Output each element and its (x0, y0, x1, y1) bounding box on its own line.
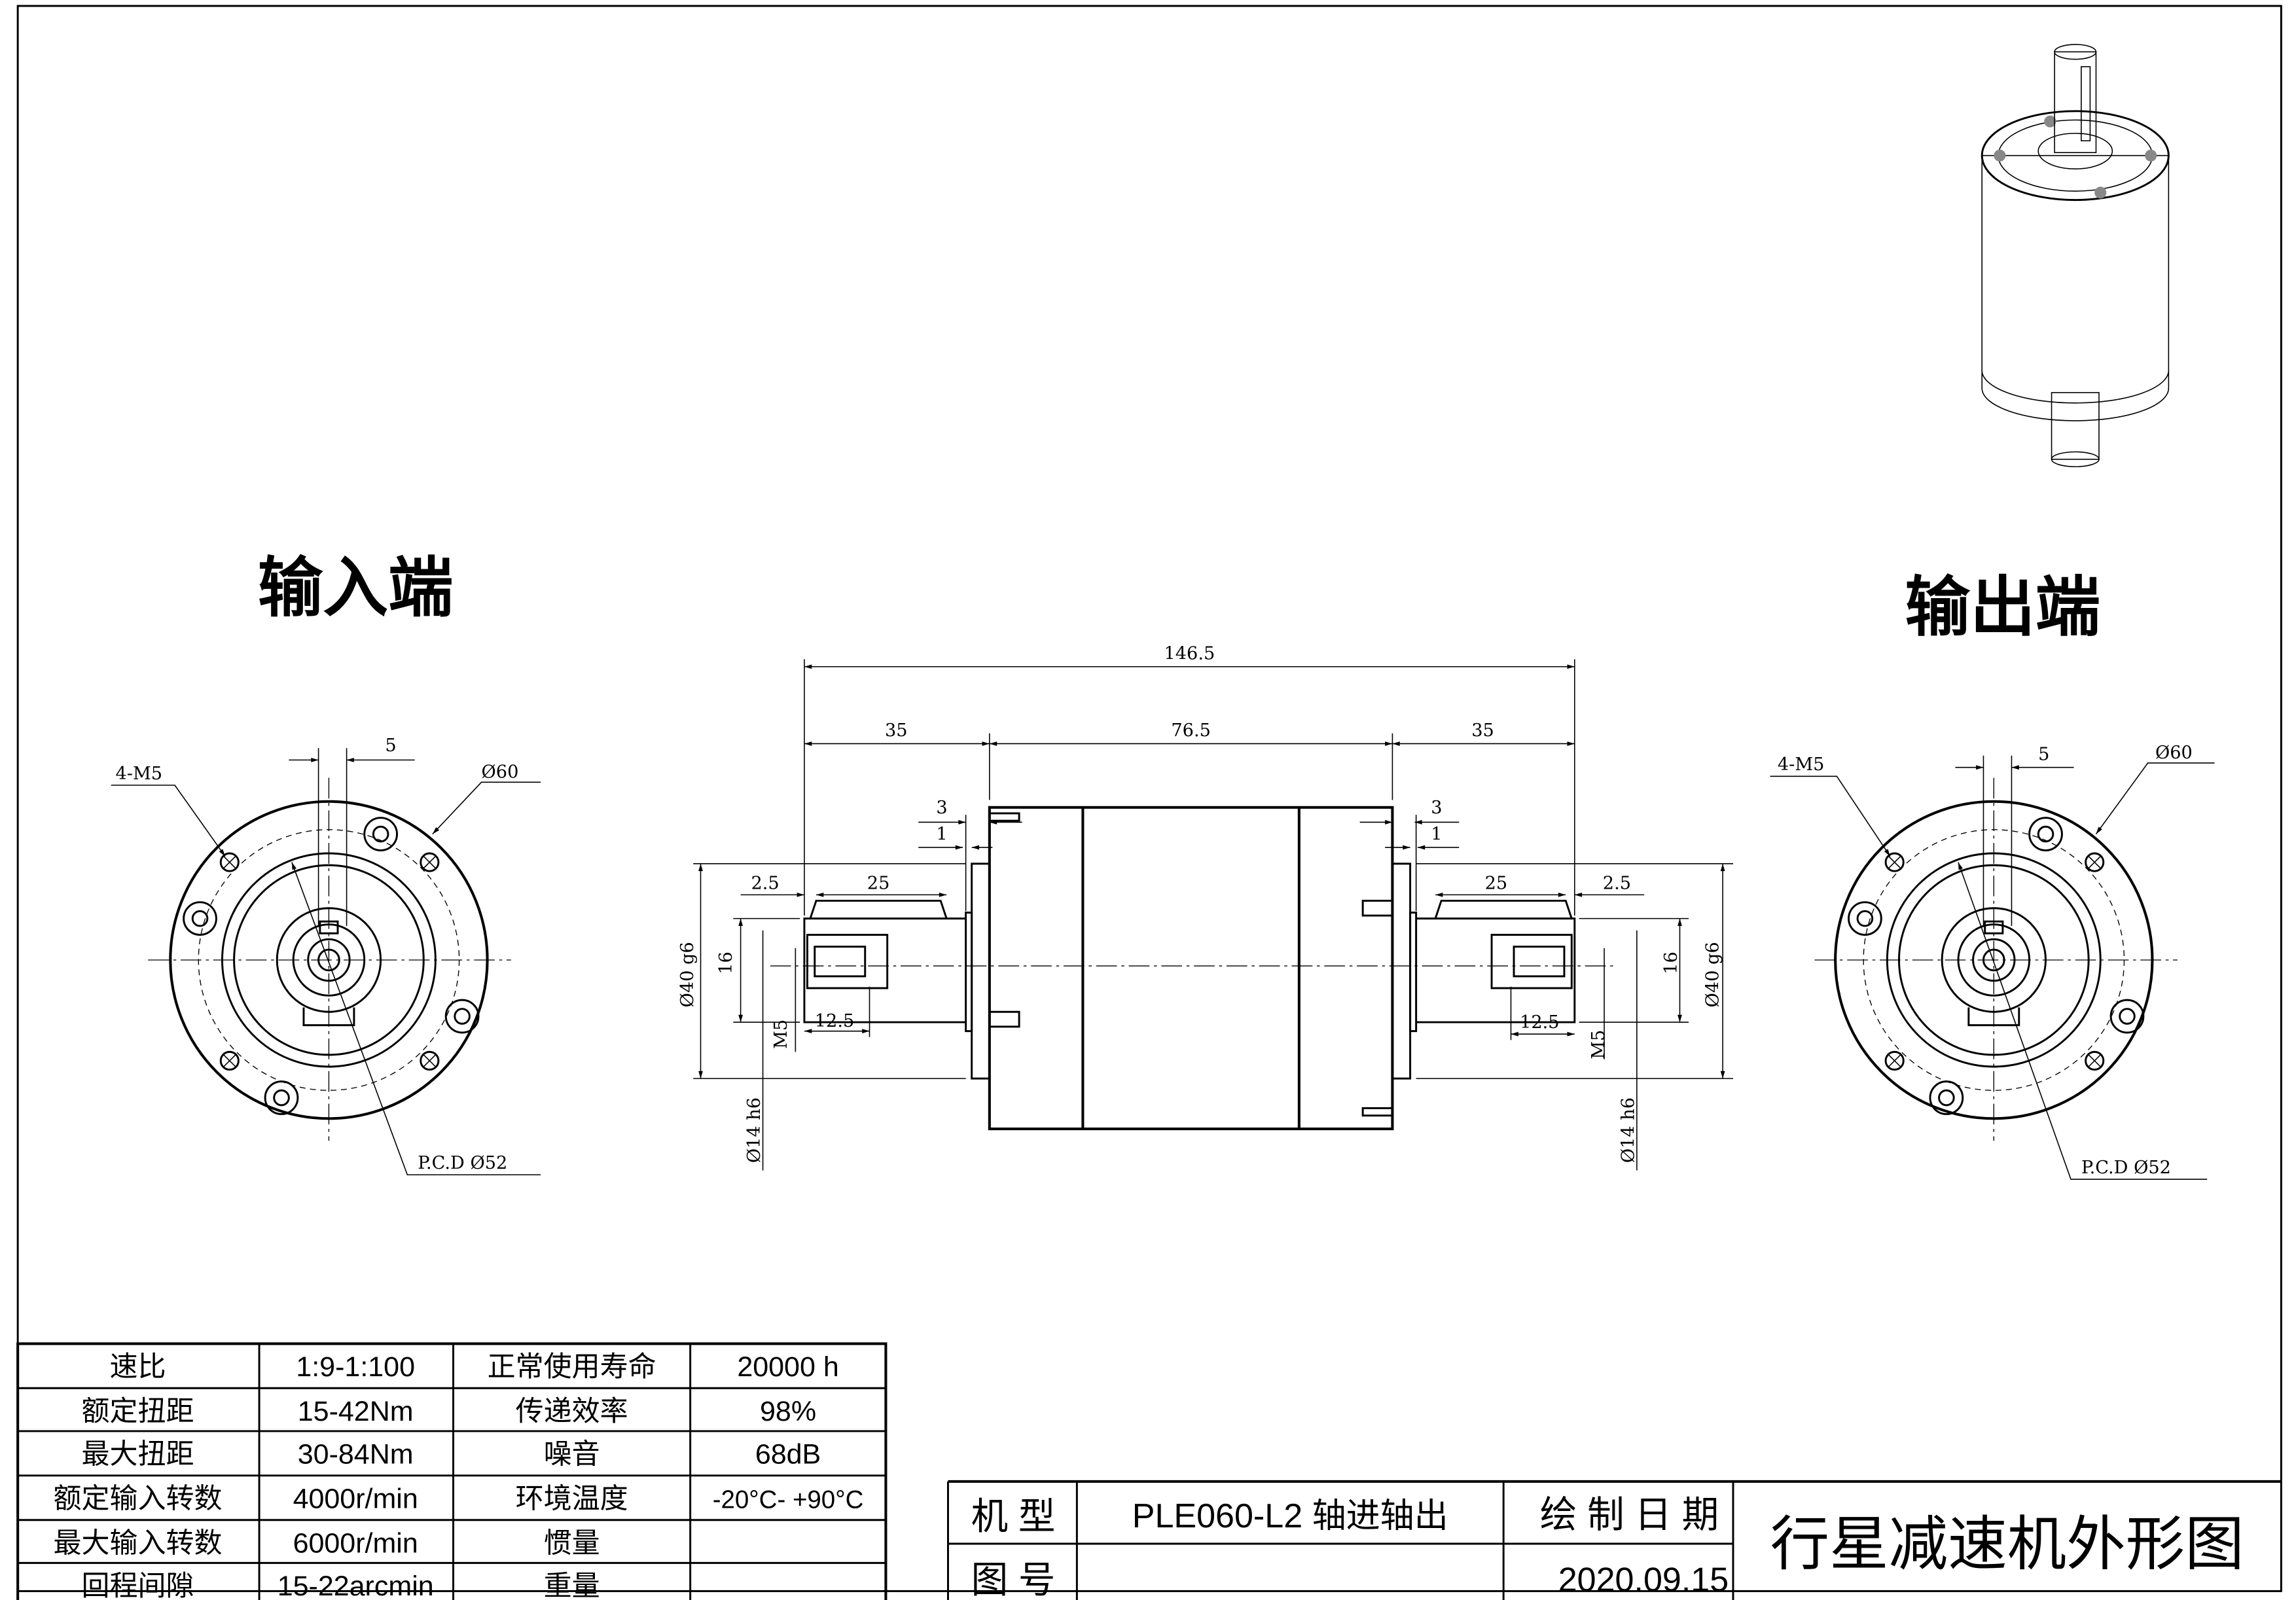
spec-label: 重量 (544, 1571, 600, 1600)
output-thread-label: M5 (1588, 1030, 1609, 1059)
input-flange-1-dim: 1 (936, 825, 947, 845)
spec-table: 速比 1:9-1:100 正常使用寿命 20000 h 额定扭距 15-42Nm… (16, 1342, 888, 1600)
drawing-title: 行星减速机外形图 (1770, 1512, 2244, 1578)
input-holes-label: 4-M5 (116, 764, 163, 784)
input-key-offset-dim: 2.5 (751, 873, 779, 893)
input-key-height-dim: 16 (716, 951, 736, 974)
bolt-hole-hex (1848, 817, 2145, 1115)
body-length-dim: 76.5 (1171, 720, 1210, 741)
spec-label: 最大输入转数 (53, 1528, 222, 1559)
output-spigot-dim: Ø40 g6 (1702, 942, 1723, 1007)
output-flange-3-dim: 3 (1431, 798, 1442, 818)
output-key-height-dim: 16 (1661, 951, 1681, 974)
overall-length-dim: 146.5 (1164, 643, 1215, 664)
input-key-width-label: 5 (385, 736, 396, 756)
spec-label: 环境温度 (516, 1484, 628, 1515)
input-pcd-label: P.C.D Ø52 (418, 1153, 507, 1173)
spec-value: 4000r/min (293, 1484, 418, 1515)
input-key-length-dim: 25 (867, 873, 890, 893)
input-spigot-dim: Ø40 g6 (677, 942, 698, 1007)
model-label: 机 型 (971, 1495, 1056, 1537)
spec-label: 额定扭距 (81, 1396, 194, 1427)
output-holes-label: 4-M5 (1778, 755, 1825, 775)
table-row: 额定输入转数 4000r/min 环境温度 -20°C- +90°C (53, 1484, 863, 1515)
table-row: 最大扭距 30-84Nm 噪音 68dB (81, 1439, 821, 1470)
input-diameter-label: Ø60 (482, 762, 519, 783)
spec-value: 20000 h (737, 1351, 838, 1383)
date-value: 2020.09.15 (1558, 1561, 1729, 1599)
table-row: 速比 1:9-1:100 正常使用寿命 20000 h (109, 1351, 838, 1383)
table-row: 额定扭距 15-42Nm 传递效率 98% (81, 1396, 816, 1427)
spec-value: 68dB (755, 1439, 821, 1470)
input-shaft-diameter-dim: Ø14 h6 (744, 1097, 764, 1163)
input-thread-depth-dim: 12.5 (815, 1011, 854, 1031)
spec-label: 回程间隙 (81, 1571, 194, 1600)
spec-value: 15-42Nm (298, 1396, 414, 1427)
sheet-border (16, 5, 2282, 1592)
spec-value: 98% (760, 1396, 816, 1427)
drawing-number-label: 图 号 (971, 1559, 1056, 1600)
spec-value: -20°C- +90°C (713, 1486, 864, 1514)
mounting-hole (1884, 852, 2105, 1071)
input-end-label: 输入端 (258, 552, 454, 625)
spec-value: 6000r/min (293, 1528, 418, 1559)
input-shaft-length-dim: 35 (885, 720, 908, 741)
input-face-view: 4-M5 Ø60 5 P.C.D Ø52 (111, 736, 541, 1176)
spec-label: 噪音 (544, 1439, 600, 1470)
output-shaft-diameter-dim: Ø14 h6 (1618, 1097, 1638, 1163)
spec-value: 30-84Nm (298, 1439, 414, 1470)
spec-label: 惯量 (544, 1528, 600, 1559)
date-label: 绘 制 日 期 (1540, 1494, 1719, 1535)
output-pcd-label: P.C.D Ø52 (2081, 1158, 2171, 1178)
input-flange-3-dim: 3 (936, 798, 947, 818)
spec-label: 传递效率 (516, 1396, 628, 1427)
output-flange-1-dim: 1 (1431, 825, 1442, 845)
output-shaft-length-dim: 35 (1471, 720, 1494, 741)
spec-label: 最大扭距 (81, 1439, 194, 1470)
spec-value: 1:9-1:100 (296, 1351, 415, 1383)
output-face-view: 4-M5 Ø60 5 P.C.D Ø52 (1770, 743, 2215, 1180)
spec-label: 额定输入转数 (53, 1484, 222, 1515)
output-key-width-label: 5 (2038, 744, 2049, 764)
table-row: 回程间隙 15-22arcmin 重量 (81, 1571, 600, 1600)
spec-label: 正常使用寿命 (488, 1351, 656, 1383)
table-row: 最大输入转数 6000r/min 惯量 (53, 1528, 600, 1559)
input-thread-label: M5 (771, 1020, 791, 1049)
mounting-hole (219, 852, 440, 1071)
output-end-label: 输出端 (1905, 571, 2101, 644)
output-diameter-label: Ø60 (2155, 743, 2193, 763)
side-view: 146.5 35 76.5 35 3 1 3 1 2.5 25 12.5 M5 (677, 643, 1733, 1171)
output-key-length-dim: 25 (1485, 873, 1508, 893)
title-block: 机 型 PLE060-L2 轴进轴出 绘 制 日 期 图 号 2020.09.1… (946, 1480, 2282, 1600)
output-key-offset-dim: 2.5 (1603, 873, 1631, 893)
spec-value: 15-22arcmin (278, 1571, 434, 1600)
gearbox-3d-render (1981, 44, 2170, 467)
spec-label: 速比 (109, 1351, 166, 1383)
output-thread-depth-dim: 12.5 (1520, 1012, 1559, 1033)
bolt-hole-hex (183, 817, 480, 1115)
model-value: PLE060-L2 轴进轴出 (1132, 1497, 1448, 1535)
